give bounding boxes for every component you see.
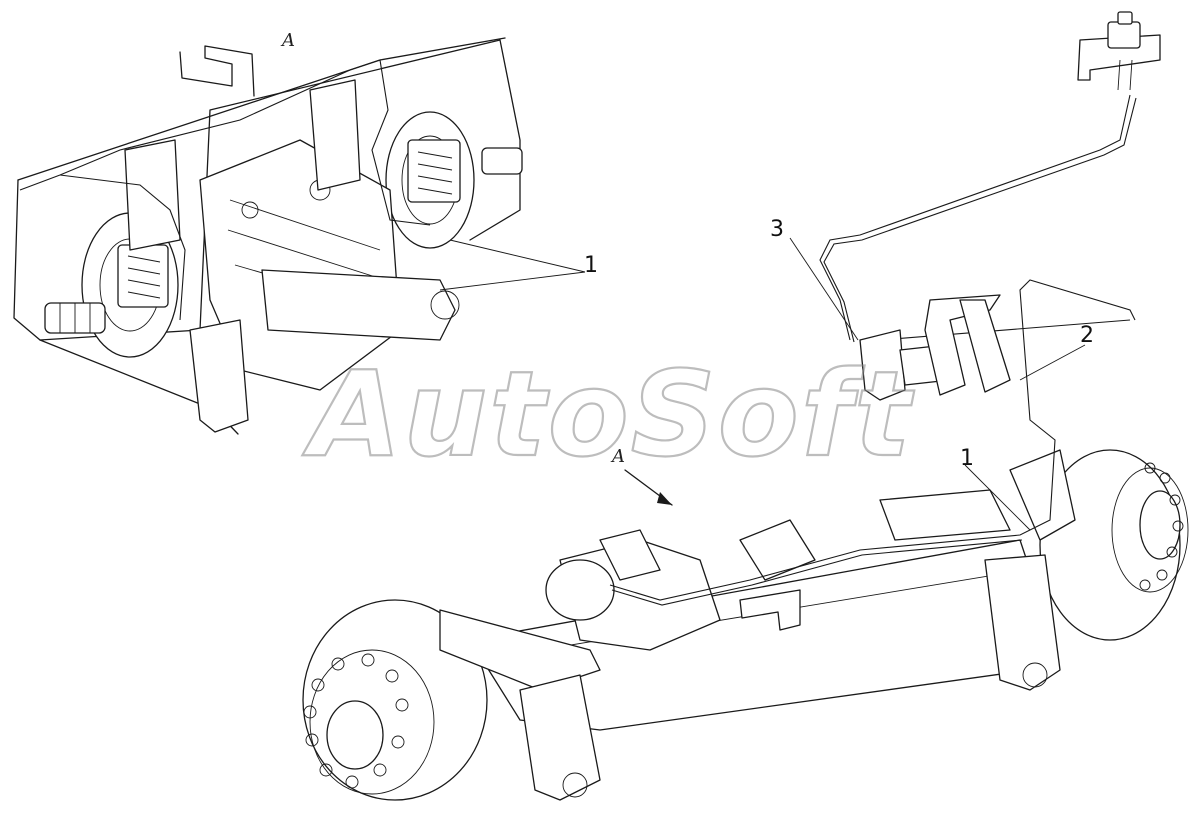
view-arrow-label: A (610, 446, 625, 467)
main-callout-1: 1 (960, 446, 974, 471)
main-callout-3: 3 (770, 217, 784, 242)
main-axle-assembly (302, 11, 1189, 801)
main-callout-2: 2 (1080, 323, 1094, 348)
right-hub-studs (1139, 462, 1184, 591)
watermark: AutoSoft (302, 345, 915, 483)
inset-callout-1: 1 (584, 253, 598, 278)
inset-view-label: A (280, 30, 295, 51)
left-hub-studs (303, 653, 409, 789)
inset-view-a (13, 37, 586, 435)
